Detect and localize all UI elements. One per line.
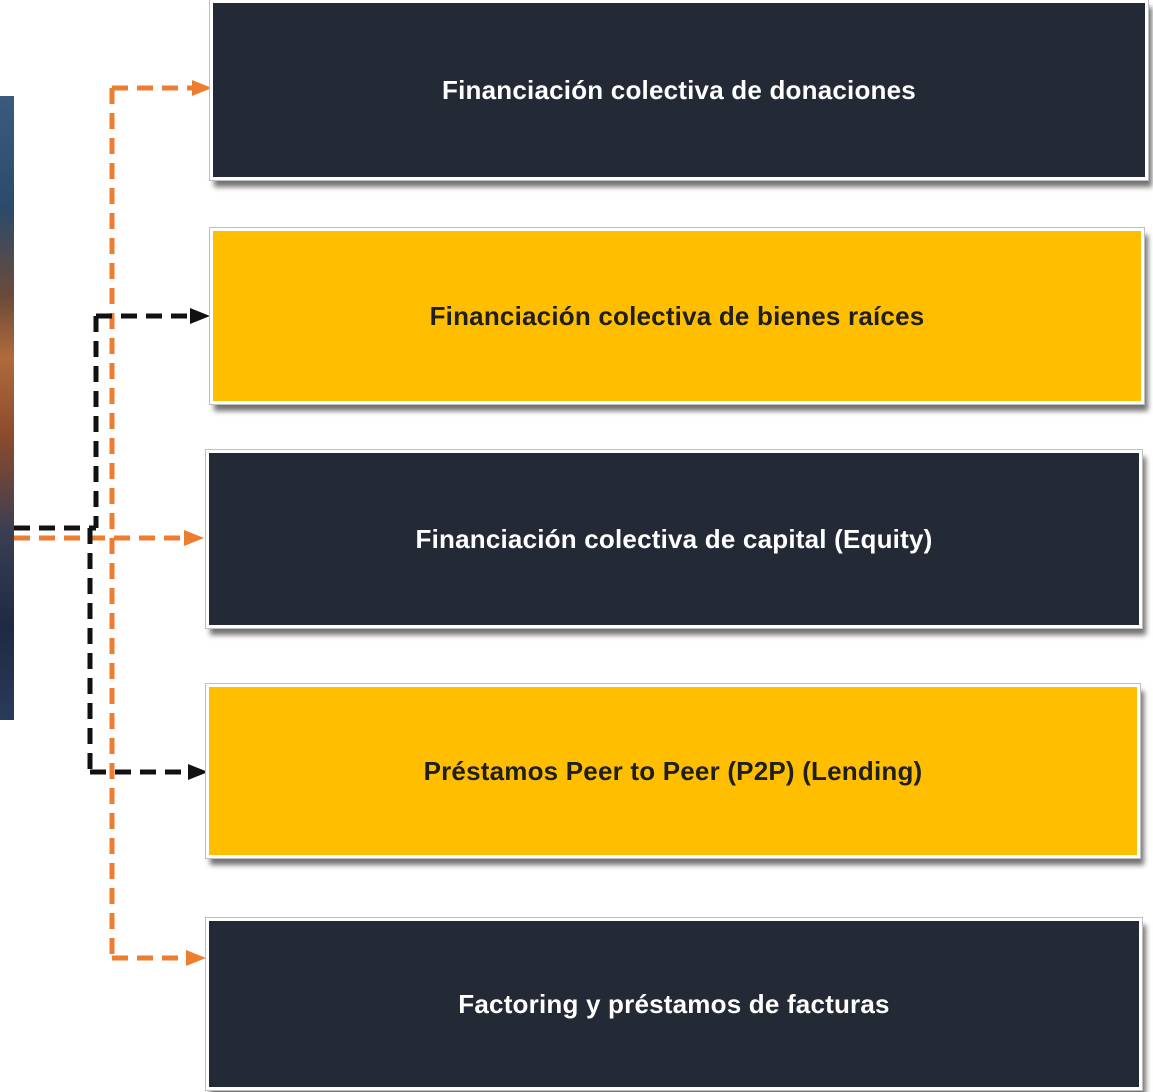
box-label-donation: Financiación colectiva de donaciones (442, 74, 916, 105)
box-label-factoring: Factoring y préstamos de facturas (458, 988, 890, 1019)
box-label-equity: Financiación colectiva de capital (Equit… (415, 523, 933, 554)
box-donation-crowdfunding: Financiación colectiva de donaciones (209, 0, 1149, 181)
box-real-estate-crowdfunding: Financiación colectiva de bienes raíces (209, 227, 1145, 405)
box-label-real-estate: Financiación colectiva de bienes raíces (429, 300, 925, 331)
box-equity-crowdfunding: Financiación colectiva de capital (Equit… (205, 449, 1143, 629)
black-arrowheads (188, 308, 210, 780)
orange-arrowheads (184, 80, 212, 966)
black-arrowhead-top (190, 308, 210, 324)
black-arrowhead-bottom (188, 764, 208, 780)
box-invoice-factoring: Factoring y préstamos de facturas (205, 917, 1143, 1091)
background-photo (0, 96, 14, 720)
orange-arrowhead-middle (184, 530, 204, 546)
box-p2p-lending: Préstamos Peer to Peer (P2P) (Lending) (205, 683, 1141, 859)
orange-arrowhead-bottom (186, 950, 206, 966)
box-label-p2p: Préstamos Peer to Peer (P2P) (Lending) (423, 755, 923, 786)
orange-connector (14, 85, 192, 961)
orange-arrowhead-top (192, 80, 212, 96)
black-connector (14, 313, 190, 775)
